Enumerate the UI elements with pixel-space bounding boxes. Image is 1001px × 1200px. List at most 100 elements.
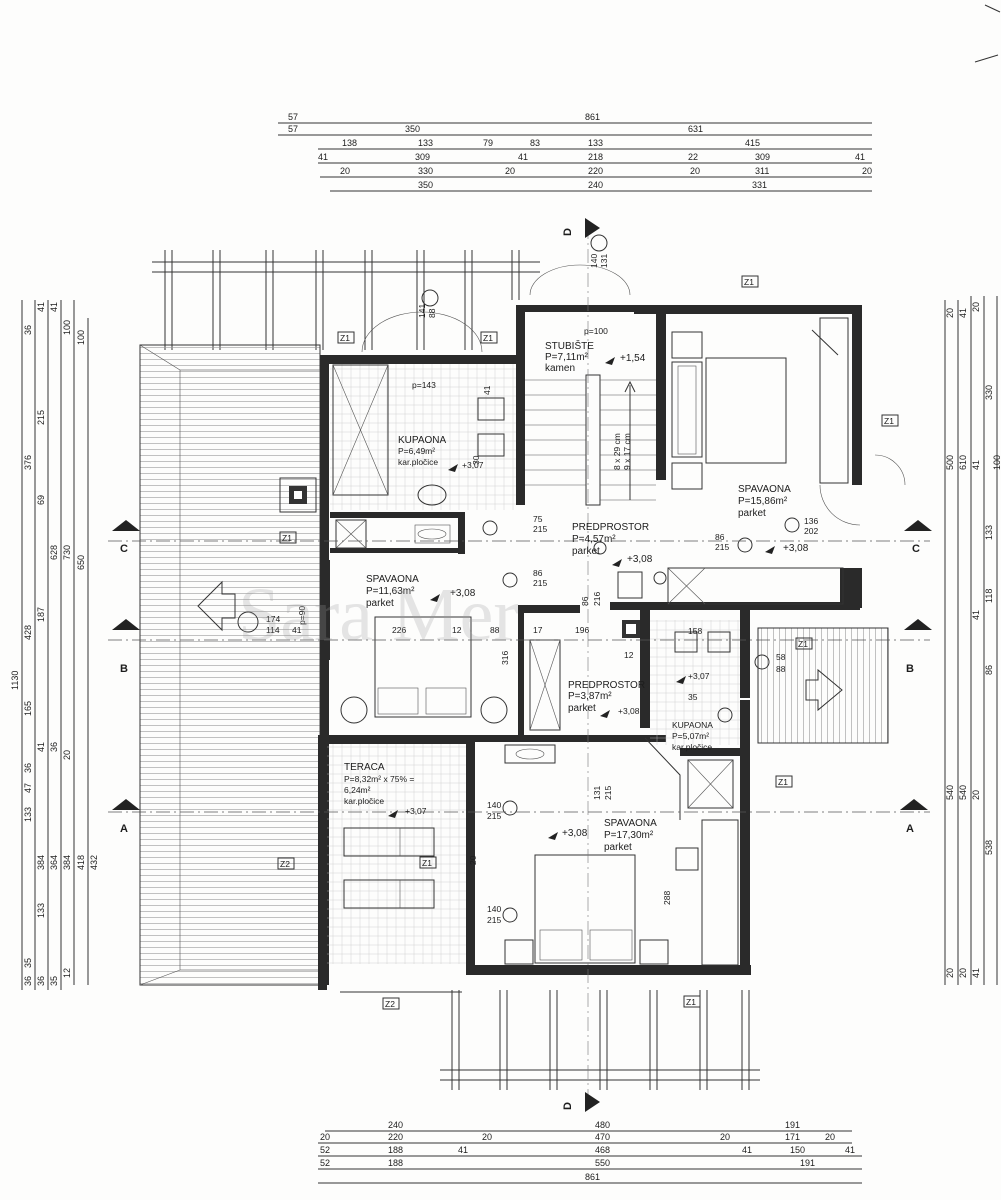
note: 12 xyxy=(624,650,634,660)
dim-text: 83 xyxy=(530,138,540,148)
note: 215 xyxy=(487,915,501,925)
dim-text: 20 xyxy=(340,166,350,176)
note: 88 xyxy=(427,308,437,318)
dim-text: 57 xyxy=(288,124,298,134)
note: 30 xyxy=(471,455,481,465)
roof-slope-left xyxy=(140,345,320,985)
dim-text: 133 xyxy=(418,138,433,148)
dim-text: 41 xyxy=(742,1145,752,1155)
pergola-top xyxy=(152,250,540,350)
note: 202 xyxy=(804,526,818,536)
note: 158 xyxy=(688,626,702,636)
dim-text: 52 xyxy=(320,1145,330,1155)
tile-floor-kupaona2 xyxy=(650,620,740,745)
note: p=90 xyxy=(297,606,307,625)
wall-tag: Z1 xyxy=(884,416,894,426)
wardrobe-2 xyxy=(667,567,844,605)
dim-text: 20 xyxy=(971,302,981,312)
dim-text: 418 xyxy=(76,855,86,870)
room-area: P=15,86m² xyxy=(738,496,788,507)
section-label-b-right: B xyxy=(906,663,914,675)
dim-text: 650 xyxy=(76,555,86,570)
dim-text: 41 xyxy=(845,1145,855,1155)
dim-text: 311 xyxy=(755,166,769,176)
bidet-2 xyxy=(674,631,698,653)
room-area: P=11,63m² xyxy=(366,586,415,597)
wall-tag: Z1 xyxy=(340,333,350,343)
light-fixtures xyxy=(237,234,800,923)
dim-text: 133 xyxy=(588,138,603,148)
dim-text: 41 xyxy=(49,302,59,312)
dim-text: 730 xyxy=(62,545,72,560)
dim-text: 861 xyxy=(585,1172,600,1182)
note: 114 xyxy=(266,625,280,635)
dim-text: 20 xyxy=(958,968,968,978)
section-label-c-right: C xyxy=(912,543,920,555)
dim-text: 538 xyxy=(984,840,994,855)
dim-text: 468 xyxy=(595,1145,610,1155)
bed-2 xyxy=(340,616,508,724)
room-area: P=6,49m² xyxy=(398,446,435,456)
dim-text: 69 xyxy=(36,495,46,505)
note: 86 xyxy=(580,596,590,606)
dim-text: 330 xyxy=(418,166,433,176)
bed-3 xyxy=(504,854,669,965)
dim-text: 331 xyxy=(752,180,767,190)
stair-note: 9 x 17 cm xyxy=(622,433,632,470)
room-level: +3,07 xyxy=(462,460,484,470)
note: 88 xyxy=(776,664,786,674)
room-label-spavaona2: SPAVAONA P=11,63m² parket +3,08 xyxy=(366,574,476,609)
dim-text: 480 xyxy=(595,1120,610,1130)
room-area-net: 6,24m² xyxy=(344,785,371,795)
dim-text: 384 xyxy=(62,855,72,870)
note: 316 xyxy=(500,651,510,665)
bottom-dimension-chain xyxy=(318,1130,862,1184)
note: 17 xyxy=(533,625,543,635)
note: 58 xyxy=(776,652,786,662)
dim-text: 20 xyxy=(825,1132,835,1142)
cabinet-1 xyxy=(335,519,367,549)
room-label-stubiste: STUBIŠTE P=7,11m² kamen +1,54 xyxy=(545,339,646,374)
dim-text: 188 xyxy=(388,1158,403,1168)
pergola-bottom xyxy=(440,990,760,1090)
dim-text: 309 xyxy=(755,152,770,162)
dim-text: 540 xyxy=(958,785,968,800)
room-name: KUPAONA xyxy=(672,720,713,730)
dim-text: 191 xyxy=(785,1120,800,1130)
room-name: STUBIŠTE xyxy=(545,339,594,352)
dim-text: 36 xyxy=(36,976,46,986)
dim-text: 20 xyxy=(862,166,872,176)
staircase xyxy=(525,374,656,506)
dim-text: 118 xyxy=(984,589,994,603)
dim-text: 41 xyxy=(855,152,865,162)
room-level: +3,08 xyxy=(562,828,588,839)
note: 20 xyxy=(468,855,478,865)
dim-text: 150 xyxy=(790,1145,805,1155)
room-level: +3,08 xyxy=(450,588,476,599)
dim-text: 36 xyxy=(49,742,59,752)
room-label-predprostor2: PREDPROSTOR P=3,87m² parket +3,08 xyxy=(568,680,645,716)
dim-text: 432 xyxy=(89,855,99,870)
dim-text: 350 xyxy=(405,124,420,134)
wall-tag: Z1 xyxy=(798,639,808,649)
wall-tag: Z2 xyxy=(280,859,290,869)
dim-text: 384 xyxy=(36,855,46,870)
dim-text: 20 xyxy=(945,968,955,978)
dim-text: 20 xyxy=(505,166,515,176)
wardrobe-3 xyxy=(701,819,739,966)
note: 196 xyxy=(575,625,589,635)
dim-text: 41 xyxy=(36,742,46,752)
dim-text: 41 xyxy=(958,308,968,318)
room-finish: kar.pločice xyxy=(398,457,438,467)
room-area: P=3,87m² xyxy=(568,691,612,702)
dim-text: 20 xyxy=(971,790,981,800)
section-label-b-left: B xyxy=(120,663,128,675)
dim-text: 220 xyxy=(588,166,603,176)
room-name: KUPAONA xyxy=(398,435,446,446)
dim-text: 20 xyxy=(720,1132,730,1142)
wall-tag: Z2 xyxy=(385,999,395,1009)
dim-text: 187 xyxy=(36,607,46,622)
note: 226 xyxy=(392,625,406,635)
